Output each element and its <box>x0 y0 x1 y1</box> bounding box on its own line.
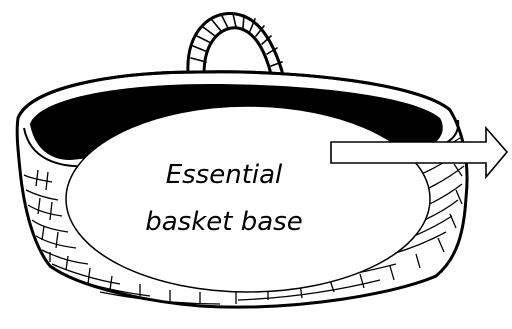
label-line-1: Essential <box>166 160 283 190</box>
label-line-2: basket base <box>145 207 302 237</box>
label-ellipse <box>66 106 430 292</box>
